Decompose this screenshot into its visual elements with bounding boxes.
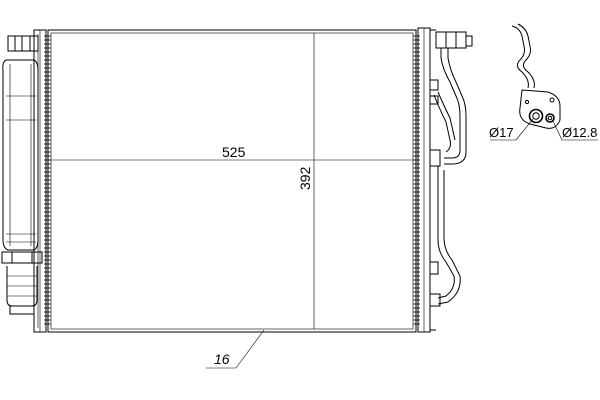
port-small-icon bbox=[545, 113, 555, 123]
diameter-small-label: Ø12.8 bbox=[562, 125, 597, 140]
left-tank bbox=[1, 29, 47, 333]
condenser-core bbox=[44, 29, 420, 333]
thickness-label: 16 bbox=[214, 351, 230, 367]
right-tank bbox=[417, 27, 473, 333]
height-label: 392 bbox=[297, 166, 313, 190]
port-large-icon bbox=[528, 108, 544, 124]
thickness-leader-line bbox=[235, 329, 265, 369]
fitting-detail bbox=[490, 23, 598, 141]
width-label: 525 bbox=[222, 144, 246, 160]
diameter-large-label: Ø17 bbox=[489, 125, 514, 140]
dimension-lines bbox=[51, 33, 413, 369]
